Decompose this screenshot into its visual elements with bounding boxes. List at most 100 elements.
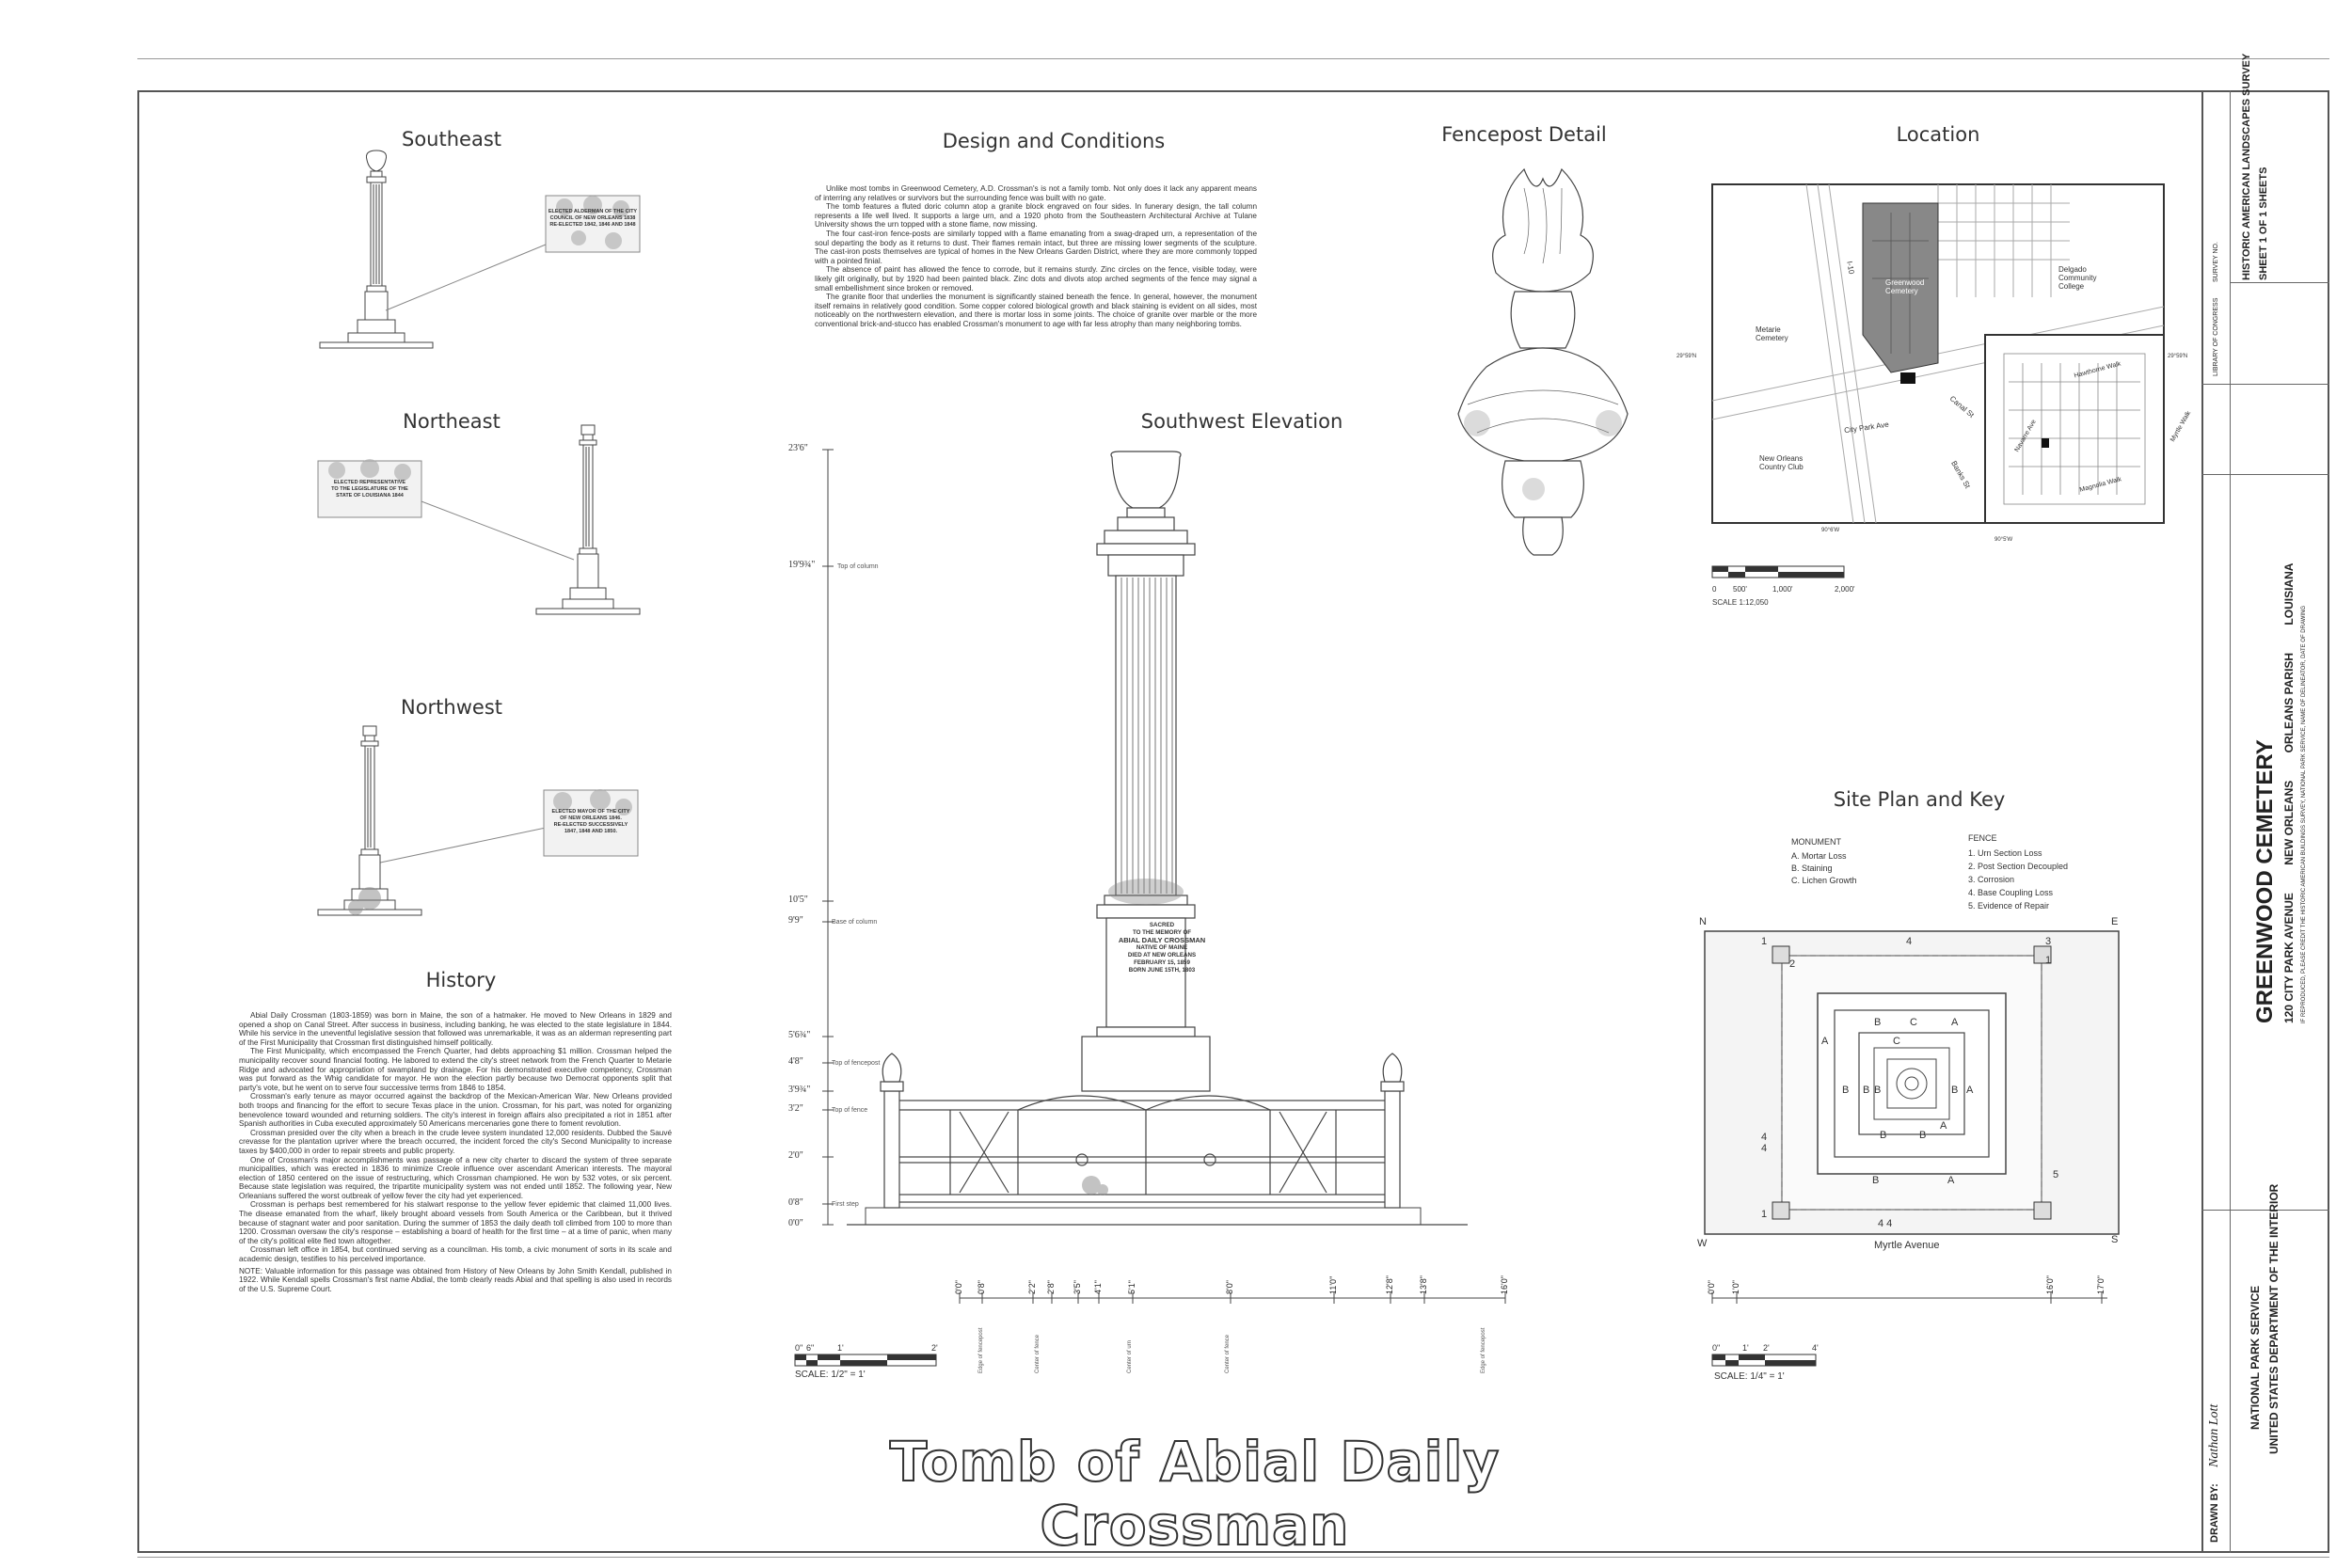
site-scale-label: SCALE: 1/4" = 1' xyxy=(1714,1371,1785,1382)
key-monument-list: A. Mortar Loss B. Staining C. Lichen Gro… xyxy=(1791,850,1857,887)
map-coord: 90°5'W xyxy=(1994,537,2013,543)
history-paragraph: Crossman is perhaps best remembered for … xyxy=(239,1200,672,1245)
titleblock-survey: HISTORIC AMERICAN LANDSCAPES SURVEY xyxy=(2241,53,2252,280)
site-dim: 0'0" xyxy=(1707,1280,1716,1294)
key-item: 1. Urn Section Loss xyxy=(1968,848,2042,858)
northwest-inscription-panel xyxy=(543,789,639,857)
map-scale-tick: 0 xyxy=(1712,585,1717,594)
bottom-dim: 12'8" xyxy=(1385,1275,1394,1294)
horizontal-dimension-line xyxy=(959,1292,1506,1304)
inscription-line: OF NEW ORLEANS 1846. xyxy=(560,816,622,821)
svg-text:A: A xyxy=(1966,1085,1974,1096)
northeast-inscription-text: ELECTED REPRESENTATIVE TO THE LEGISLATUR… xyxy=(320,480,420,499)
inscription-line: ELECTED MAYOR OF THE CITY xyxy=(551,809,630,815)
bottom-dim: 0'0" xyxy=(954,1280,963,1294)
compass-s: S xyxy=(2111,1234,2119,1245)
bottom-dim: 16'0" xyxy=(1500,1275,1509,1294)
inscription-line: BORN JUNE 15TH, 1803 xyxy=(1128,967,1196,974)
inscription-line: ELECTED REPRESENTATIVE xyxy=(333,480,406,485)
svg-text:A: A xyxy=(1947,1175,1955,1186)
site-dim: 17'0" xyxy=(2096,1275,2106,1294)
bottom-note: Center of fence xyxy=(1225,1334,1231,1373)
svg-text:B: B xyxy=(1842,1085,1849,1096)
inscription-line: STATE OF LOUISIANA 1844 xyxy=(336,493,404,499)
key-item: 5. Evidence of Repair xyxy=(1968,901,2050,911)
key-item: A. Mortar Loss xyxy=(1791,851,1847,861)
sheet-trim-bottom xyxy=(137,1557,2329,1558)
southwest-elevation-drawing xyxy=(822,449,1468,1226)
elev-dim: 2'0" xyxy=(788,1150,803,1161)
elevation-scale-bar xyxy=(794,1354,937,1367)
compass-w: W xyxy=(1697,1238,1708,1249)
elev-dim: 19'9¾" xyxy=(788,560,816,570)
site-scale-tick: 1' xyxy=(1742,1343,1749,1353)
site-scale-tick: 4' xyxy=(1812,1343,1819,1353)
history-paragraph: One of Crossman's major accomplishments … xyxy=(239,1155,672,1200)
map-coord: 29°59'N xyxy=(1677,354,1697,359)
bottom-note: Edge of fencepost xyxy=(1481,1327,1486,1373)
site-dim: 16'0" xyxy=(2045,1275,2055,1294)
design-paragraph: The granite floor that underlies the mon… xyxy=(815,293,1257,328)
svg-text:B: B xyxy=(1863,1085,1869,1096)
elev-dim: 23'6" xyxy=(788,443,808,453)
siteplan-title: Site Plan and Key xyxy=(1833,788,2006,811)
elev-dim: 0'8" xyxy=(788,1197,803,1208)
svg-text:1: 1 xyxy=(2045,955,2051,966)
design-paragraph: The absence of paint has allowed the fen… xyxy=(815,265,1257,293)
site-scale-tick: 0" xyxy=(1712,1343,1721,1353)
titleblock-state: LOUISIANA xyxy=(2282,562,2296,626)
svg-text:B: B xyxy=(1951,1085,1958,1096)
history-title: History xyxy=(425,969,497,991)
history-paragraph: Crossman left office in 1854, but contin… xyxy=(239,1245,672,1264)
sheet-trim-top xyxy=(137,58,2329,59)
svg-text:4: 4 xyxy=(1761,1132,1767,1143)
bottom-dim: 4'1" xyxy=(1093,1280,1103,1294)
titleblock-survey-no: SURVEY NO. xyxy=(2213,242,2219,282)
svg-text:A: A xyxy=(1821,1036,1829,1047)
titleblock-city: NEW ORLEANS xyxy=(2282,780,2296,865)
map-scale-label: SCALE 1:12,050 xyxy=(1712,598,1769,607)
bottom-dim: 2'2" xyxy=(1027,1280,1037,1294)
bottom-dim: 8'0" xyxy=(1225,1280,1234,1294)
titleblock-name: GREENWOOD CEMETERY xyxy=(2252,739,2278,1023)
bottom-dim: 11'0" xyxy=(1328,1275,1338,1294)
site-scale-tick: 2' xyxy=(1763,1343,1770,1353)
location-map xyxy=(1711,183,2165,524)
bottom-dim: 5'1" xyxy=(1127,1280,1136,1294)
svg-text:3: 3 xyxy=(2045,936,2051,947)
design-paragraph: Unlike most tombs in Greenwood Cemetery,… xyxy=(815,184,1257,202)
bottom-dim: 13'8" xyxy=(1419,1275,1428,1294)
map-label: Delgado Community College xyxy=(2058,265,2097,291)
titleblock-loc: LIBRARY OF CONGRESS xyxy=(2213,297,2219,376)
history-paragraph: Abial Daily Crossman (1803-1859) was bor… xyxy=(239,1011,672,1047)
svg-text:B: B xyxy=(1874,1017,1881,1028)
svg-text:1: 1 xyxy=(1761,936,1767,947)
titleblock-doi: UNITED STATES DEPARTMENT OF THE INTERIOR xyxy=(2267,1183,2280,1454)
inscription-line: FEBRUARY 15, 1859 xyxy=(1134,959,1190,966)
site-dimension-line xyxy=(1711,1292,2107,1304)
northwest-elevation-drawing xyxy=(317,725,422,916)
titleblock-drawn-by: Nathan Lott xyxy=(2207,1403,2221,1467)
map-scale-tick: 500' xyxy=(1733,585,1747,594)
street-label: Myrtle Avenue xyxy=(1874,1240,1940,1251)
inscription-line: ELECTED ALDERMAN OF THE CITY xyxy=(548,209,638,214)
inscription-line: DIED AT NEW ORLEANS xyxy=(1127,952,1197,958)
southeast-title: Southeast xyxy=(402,128,501,150)
elev-dim: 4'8" xyxy=(788,1056,803,1067)
drawing-sheet-border xyxy=(137,90,2329,1553)
elev-note: Top of fencepost xyxy=(832,1060,881,1067)
southeast-inscription-text: ELECTED ALDERMAN OF THE CITY COUNCIL OF … xyxy=(548,209,638,229)
elev-dim: 5'6¾" xyxy=(788,1030,811,1040)
key-monument-title: MONUMENT xyxy=(1791,837,1841,847)
titleblock-credit: IF REPRODUCED, PLEASE CREDIT THE HISTORI… xyxy=(2301,605,2307,1023)
titleblock-parish: ORLEANS PARISH xyxy=(2282,652,2296,753)
key-item: 3. Corrosion xyxy=(1968,875,2015,884)
titleblock-drawn-by-label: DRAWN BY: xyxy=(2209,1483,2220,1543)
titleblock-nps: NATIONAL PARK SERVICE xyxy=(2249,1285,2262,1430)
bottom-dim: 0'8" xyxy=(977,1280,986,1294)
inscription-line: NATIVE OF MAINE xyxy=(1136,944,1188,951)
site-dim: 1'0" xyxy=(1731,1280,1740,1294)
bottom-dim: 2'8" xyxy=(1046,1280,1056,1294)
key-fence-list: 1. Urn Section Loss 2. Post Section Deco… xyxy=(1968,847,2068,912)
